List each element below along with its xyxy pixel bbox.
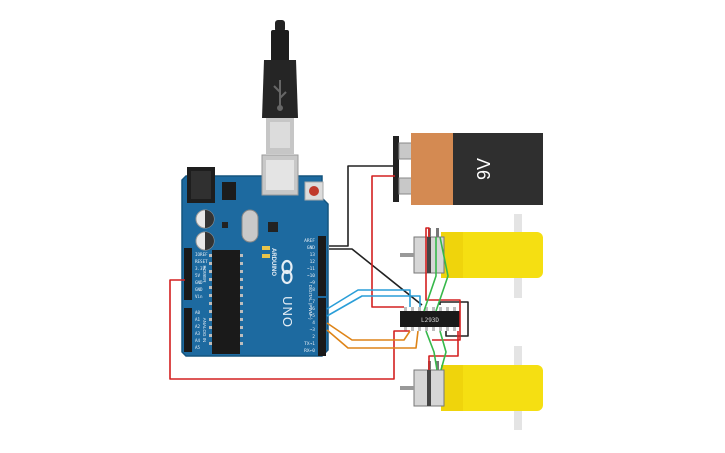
wire-orange[interactable] (326, 329, 419, 349)
pin-label: ~11 (307, 266, 315, 272)
analog-pin-label: A0 (195, 310, 201, 315)
pin-label: TX→1 (304, 341, 315, 347)
power-header[interactable] (184, 248, 192, 352)
dc-motor-bottom[interactable] (400, 346, 543, 430)
analog-pin-label: A2 (195, 324, 201, 329)
power-pin-label: RESET (195, 259, 208, 264)
wire-green[interactable] (423, 237, 437, 312)
pin-label: ~9 (310, 280, 316, 286)
wire-red[interactable] (169, 279, 410, 380)
pin-label: RX←0 (304, 348, 315, 354)
pin-label: GND (307, 245, 315, 251)
power-pin-label: 5V (195, 273, 201, 278)
analog-pin-label: A3 (195, 331, 201, 336)
analog-pin-label: A4 (195, 338, 201, 343)
analog-pin-label: A1 (195, 317, 201, 322)
dc-motor-top[interactable] (400, 214, 543, 298)
digital-label: DIGITAL (PWM~) (308, 285, 313, 320)
arduino-logo-text: ARDUINO (270, 248, 276, 276)
usb-symbol-icon (273, 80, 287, 111)
pin-label: 12 (310, 259, 316, 265)
pin-label: 2 (312, 334, 315, 340)
wire-red[interactable] (428, 331, 459, 370)
atmega-chip (209, 250, 243, 354)
pin-label: ~3 (310, 327, 316, 333)
wire-green[interactable] (425, 330, 438, 371)
wire-red[interactable] (425, 227, 461, 341)
wire-blue[interactable] (326, 295, 421, 317)
pin-label: 4 (312, 320, 315, 326)
power-pin-label: IOREF (195, 252, 208, 257)
battery-label: 9V (474, 158, 494, 180)
wire-red[interactable] (371, 175, 404, 308)
usb-cable[interactable] (262, 20, 298, 154)
pin-label: 13 (310, 252, 316, 258)
power-pin-label: GND (195, 280, 203, 285)
pin-label: 7 (312, 299, 315, 305)
wire-orange[interactable] (326, 322, 411, 341)
wire-green[interactable] (439, 330, 447, 371)
pin-label: AREF (304, 238, 315, 244)
analog-pin-label: A5 (195, 345, 201, 350)
board-model: UNO (280, 296, 295, 328)
wire-green[interactable] (435, 236, 449, 312)
pin-label: 8 (312, 287, 315, 293)
pin-label: ~6 (310, 306, 316, 312)
power-pin-label: 3.3V (195, 266, 206, 271)
pin-label: ~10 (307, 273, 315, 279)
ic-label: L293D (421, 317, 439, 324)
infinity-logo-icon (281, 259, 293, 285)
wire-black[interactable] (329, 165, 395, 247)
power-pin-label: Vin (195, 294, 203, 299)
wire-blue[interactable] (326, 289, 411, 310)
battery-9v[interactable]: 9V (393, 133, 543, 205)
wire-black[interactable] (329, 248, 423, 306)
arduino-uno-board[interactable]: ARDUINO UNO DIGITAL (PWM~) POWER ANALOG … (181, 154, 329, 357)
power-label: POWER (202, 265, 207, 283)
pin-label: ~5 (310, 313, 316, 319)
l293d-driver-ic[interactable]: L293D (400, 307, 460, 331)
analog-label: ANALOG IN (202, 318, 207, 343)
crystal (241, 209, 259, 243)
digital-header[interactable] (318, 236, 326, 356)
wire-black[interactable] (439, 301, 469, 337)
power-pin-label: GND (195, 287, 203, 292)
